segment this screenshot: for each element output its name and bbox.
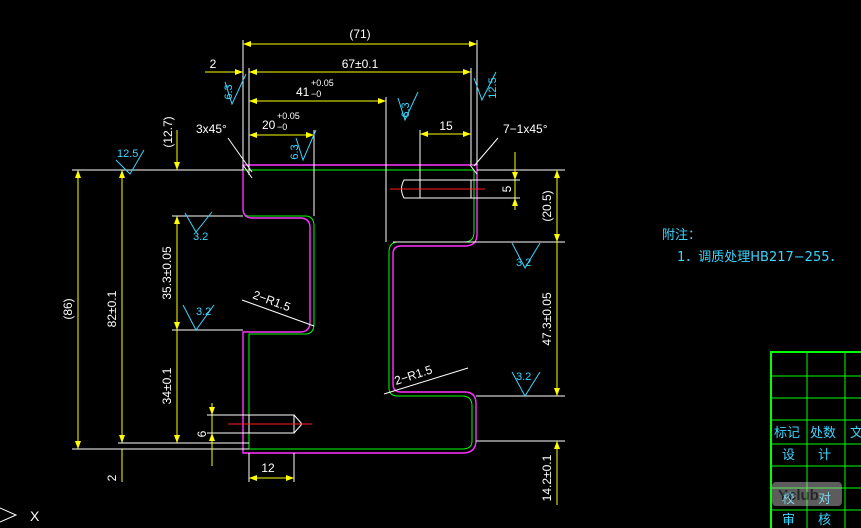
leader-chamfer-3: [227, 137, 253, 173]
dimension-lines: [72, 40, 565, 505]
tb-row2-c1: 设: [782, 448, 795, 463]
watermark-logo: Yclub: [772, 482, 842, 506]
dim-20: 20: [262, 118, 276, 132]
dim-41-tol-upper: +0.05: [311, 78, 334, 88]
dim-14-2: 14.2±0.1: [540, 454, 554, 501]
dim-chamfer-3: 3x45°: [196, 122, 227, 136]
tb-row3-c2: 对: [818, 492, 831, 507]
roughness-3-2-a: 3.2: [193, 231, 208, 243]
tb-row3-c1: 校: [782, 491, 795, 507]
leader-radius-right: [383, 367, 469, 395]
dim-20-tol-lower: −0: [277, 122, 287, 132]
notes-block: 附注： 1．调质处理HB217−255．: [662, 228, 842, 265]
leader-radius-left: [241, 299, 315, 327]
dimension-texts: (71) 67±0.1 2 41 +0.05 −0 20 +0.05 −0 15…: [61, 27, 554, 501]
dim-2-top: 2: [210, 57, 217, 71]
roughness-symbols: 6.3 6.3 6.3 12.5 12.5 3.2 3.2 3.2 3.2: [115, 71, 541, 397]
dim-47-3: 47.3±0.05: [540, 292, 554, 346]
roughness-3-2-b: 3.2: [196, 306, 211, 318]
notes-item-1: 1．调质处理HB217−255．: [677, 250, 842, 265]
tb-row1-c3: 文: [850, 426, 861, 441]
chamfer-left: [242, 164, 253, 179]
tb-row1-c1: 标记: [774, 426, 800, 441]
roughness-6-3-a: 6.3: [223, 84, 235, 99]
roughness-12-5-b: 12.5: [487, 77, 499, 98]
chamfer-right: [469, 164, 478, 175]
svg-text:Yclub: Yclub: [778, 487, 819, 504]
notes-heading: 附注：: [662, 228, 701, 243]
roughness-3-2-c: 3.2: [516, 257, 531, 269]
ucs-x-label: X: [30, 508, 40, 524]
dim-86: (86): [61, 298, 75, 319]
ucs-icon: X: [0, 507, 40, 524]
dim-15: 15: [439, 119, 453, 133]
dim-34: 34±0.1: [160, 367, 174, 404]
tb-row2-c2: 计: [818, 448, 831, 463]
roughness-12-5-a: 12.5: [117, 148, 138, 160]
roughness-6-3-c: 6.3: [289, 144, 301, 159]
title-block: 标记 处数 文 设 计 校 对 审 核 Yclub: [770, 351, 861, 528]
dim-41: 41: [296, 85, 310, 99]
dim-12-7: (12.7): [161, 116, 175, 147]
tb-row1-c2: 处数: [810, 426, 836, 441]
dim-6: 6: [195, 430, 209, 437]
leader-chamfer-7: [473, 137, 499, 167]
dim-71: (71): [349, 27, 370, 41]
dim-41-tol-lower: −0: [311, 89, 321, 99]
dim-20-tol-upper: +0.05: [277, 111, 300, 121]
part-contour-magenta: [242, 164, 478, 454]
dim-12: 12: [261, 461, 275, 475]
tb-row4-c2: 核: [818, 513, 831, 528]
dim-5: 5: [500, 185, 514, 192]
dim-82: 82±0.1: [105, 290, 119, 327]
dim-20-5: (20.5): [540, 190, 554, 221]
roughness-3-2-d: 3.2: [516, 371, 531, 383]
dim-2-bottom: 2: [105, 474, 119, 481]
roughness-6-3-b: 6.3: [400, 102, 412, 117]
dim-67: 67±0.1: [342, 57, 379, 71]
dim-radius-right: 2−R1.5: [393, 362, 435, 387]
tb-row4-c1: 审: [782, 513, 795, 528]
dim-35-3: 35.3±0.05: [160, 246, 174, 300]
dim-chamfer-7: 7−1x45°: [503, 122, 548, 136]
